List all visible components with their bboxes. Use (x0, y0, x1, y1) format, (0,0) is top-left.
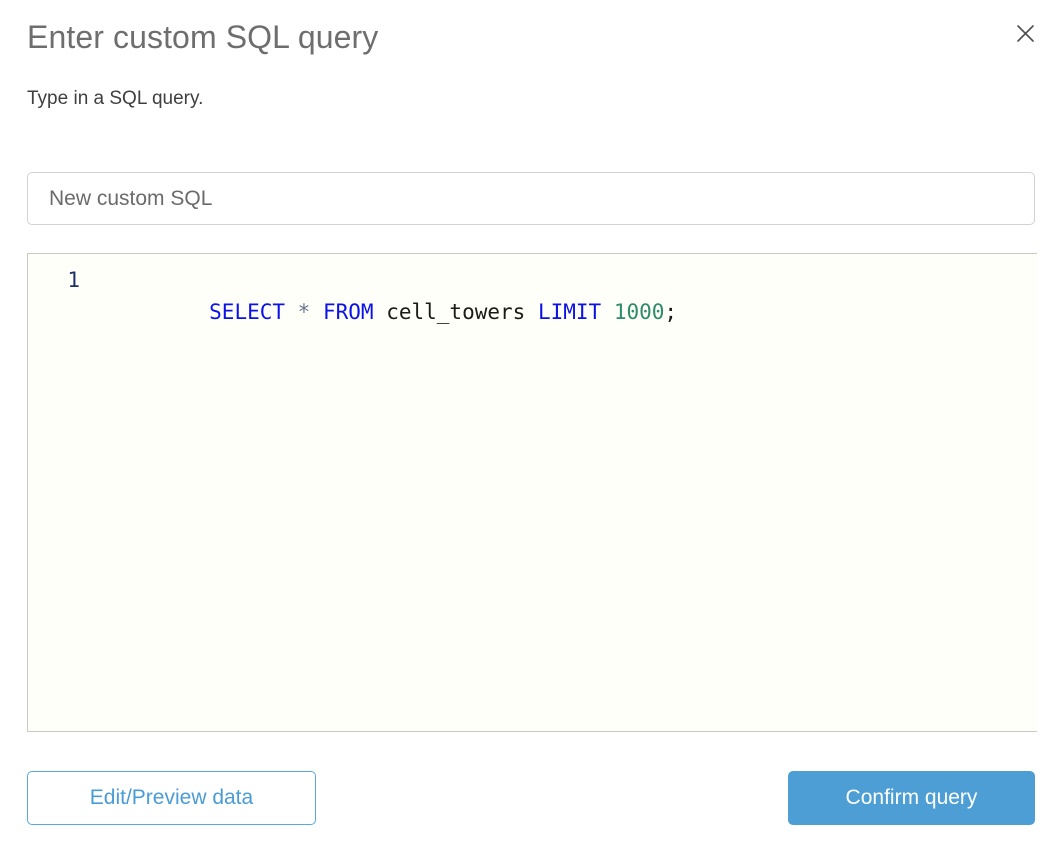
sql-token-semicolon: ; (664, 300, 678, 324)
page-title: Enter custom SQL query (27, 19, 379, 55)
sql-code-editor[interactable]: 1 SELECT * FROM cell_towers LIMIT 1000; (27, 253, 1037, 732)
query-name-input[interactable] (27, 172, 1035, 225)
confirm-query-button[interactable]: Confirm query (788, 771, 1035, 825)
sql-token-limit-value: 1000 (613, 300, 665, 324)
sql-token-limit: LIMIT (537, 300, 602, 324)
sql-space (601, 300, 614, 324)
line-number: 1 (67, 268, 80, 292)
sql-space (374, 300, 387, 324)
sql-space (525, 300, 538, 324)
sql-token-from: FROM (322, 300, 374, 324)
sql-code-text: SELECT * FROM cell_towers LIMIT 1000; (80, 264, 677, 360)
close-icon[interactable] (1009, 17, 1041, 49)
sql-token-star: * (297, 300, 311, 324)
edit-preview-data-button[interactable]: Edit/Preview data (27, 771, 316, 825)
sql-space (285, 300, 298, 324)
sql-token-table: cell_towers (386, 300, 526, 324)
sql-space (310, 300, 323, 324)
sql-token-select: SELECT (209, 300, 286, 324)
dialog-subtitle: Type in a SQL query. (27, 88, 204, 109)
editor-line: 1 SELECT * FROM cell_towers LIMIT 1000; (28, 254, 1037, 360)
